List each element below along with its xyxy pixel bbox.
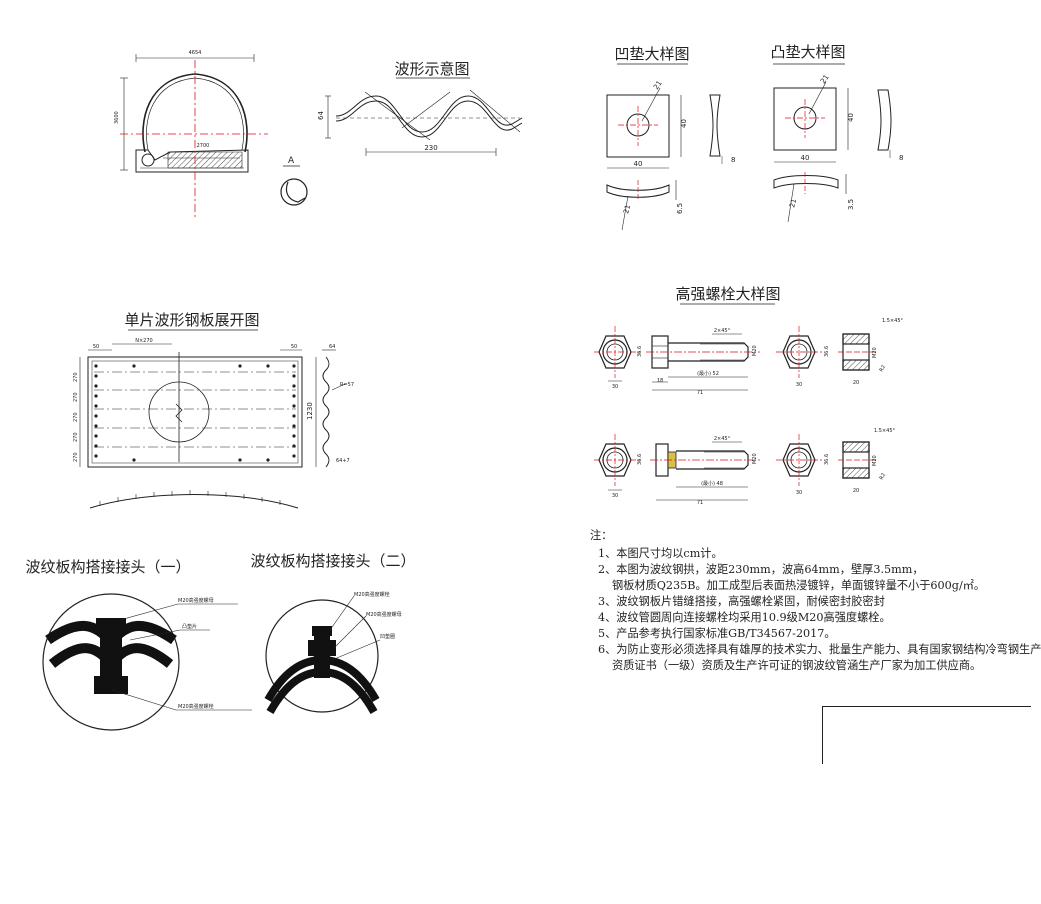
note-line-8: 资质证书（一级）资质及生产许可证的钢波纹管涵生产厂家为加工供应商。 xyxy=(612,659,982,672)
convex-pad-side-dim: 3.5 xyxy=(847,199,855,210)
nut-2-section xyxy=(842,441,870,479)
joint-1-detail xyxy=(42,593,252,731)
notes-block: 注： 1、本图尺寸均以cm计。 2、本图为波纹钢拱，波距230mm，波高64mm… xyxy=(590,528,1041,674)
convex-pad-thk-label: 8 xyxy=(899,154,903,162)
concave-pad-title: 凹垫大样图 xyxy=(614,45,689,63)
note-line-1: 1、本图尺寸均以cm计。 xyxy=(598,547,723,560)
bolt-2-chamfer-label: 2×45° xyxy=(714,436,731,442)
wave-pitch-label: 230 xyxy=(424,144,437,152)
concave-pad-section xyxy=(606,180,677,231)
joint-1-pad-callout: 凸垫片 xyxy=(182,623,197,630)
arch-section xyxy=(120,54,255,173)
bolt-1-width-label: 30 xyxy=(612,384,618,390)
nut-1-w-label: 30 xyxy=(796,382,802,388)
note-line-2: 2、本图为波纹钢拱，波距230mm，波高64mm，壁厚3.5mm， xyxy=(598,563,924,576)
section-label: A xyxy=(288,156,295,166)
convex-pad-section xyxy=(773,174,847,223)
concave-pad-height-label: 40 xyxy=(680,119,688,128)
nut-2-w-label: 30 xyxy=(796,490,802,496)
concave-pad-r-label: 21 xyxy=(622,204,632,215)
arch-centerlines xyxy=(120,60,268,220)
plate-row-label-4: 270 xyxy=(73,432,79,442)
bolt-1-thread-m-label: M20 xyxy=(752,345,758,356)
joint-2-nut-callout: M20高强度螺母 xyxy=(366,611,402,618)
joint-1-bolt-callout: M20高强度螺栓 xyxy=(178,703,214,710)
nut-2-chamfer-label: 1.5×45° xyxy=(874,428,896,434)
concave-pad-plan xyxy=(606,87,682,169)
nut-1-h-label: 20 xyxy=(853,380,859,386)
plate-row-label-1: 270 xyxy=(73,372,79,382)
bolt-2-thread-m-label: M20 xyxy=(752,453,758,464)
plate-row-label-5: 270 xyxy=(73,452,79,462)
plate-row-label-2: 270 xyxy=(73,392,79,402)
wave-profile xyxy=(325,89,523,156)
nut-1-d-label: 36.6 xyxy=(824,346,830,357)
wave-height-label: 64 xyxy=(317,111,325,120)
plate-edge-left-label: 50 xyxy=(93,344,99,350)
nut-1-r-label: R2 xyxy=(879,364,888,373)
convex-pad-plan xyxy=(773,81,849,163)
nut-1-m-label: M20 xyxy=(872,347,878,358)
note-line-4: 3、波纹钢板片错缝搭接，高强螺栓紧固，耐候密封胶密封 xyxy=(598,595,885,608)
convex-pad-side xyxy=(877,89,892,158)
wave-schematic-title: 波形示意图 xyxy=(394,60,469,78)
plate-r-label: R=57 xyxy=(340,382,354,388)
bolt-2-width-label: 30 xyxy=(612,493,618,499)
bolt-2-d-label: 36.6 xyxy=(637,454,643,465)
joint-1-title: 波纹板构搭接接头（一） xyxy=(25,558,190,576)
joint-1-nut-callout: M20高强度螺母 xyxy=(178,597,214,604)
plate-thk-label: 64+7 xyxy=(336,458,350,464)
joint-2-bolt-callout: M20高强度螺栓 xyxy=(354,591,390,598)
plate-row-label-3: 270 xyxy=(73,412,79,422)
note-line-6: 5、产品参考执行国家标准GB/T34567-2017。 xyxy=(598,627,836,640)
plate-n-label: N×270 xyxy=(135,338,152,344)
convex-pad-title: 凸垫大样图 xyxy=(770,43,845,61)
convex-pad-r-label: 21 xyxy=(788,198,798,209)
bolt-1-head-label: 18 xyxy=(657,378,663,384)
bolt-1-thread-label: (最小) 52 xyxy=(697,370,719,377)
concave-pad-hole-label: 21 xyxy=(652,79,664,91)
convex-pad-hole-label: 21 xyxy=(819,73,831,85)
bolt-detail-title: 高强螺栓大样图 xyxy=(675,285,780,303)
bolt-1-chamfer-label: 2×45° xyxy=(714,328,731,334)
concave-pad-side xyxy=(709,94,723,164)
plate-height-label: 1230 xyxy=(306,402,314,420)
notes-heading: 注： xyxy=(590,529,613,542)
bolt-1-len-label: 71 xyxy=(697,390,703,396)
concave-pad-thk-label: 8 xyxy=(731,156,735,164)
joint-2-detail xyxy=(264,595,381,714)
convex-pad-width-label: 40 xyxy=(801,154,810,162)
bolt-2-len-label: 71 xyxy=(697,500,703,506)
nut-1-chamfer-label: 1.5×45° xyxy=(882,318,904,324)
concave-pad-side-dim: 6.5 xyxy=(676,203,684,214)
plate-edge-right-label: 50 xyxy=(291,344,297,350)
plate-bolt-holes xyxy=(94,364,296,462)
arch-base-label: 2700 xyxy=(197,143,210,149)
convex-pad-height-label: 40 xyxy=(847,113,855,122)
nut-2-d-label: 36.6 xyxy=(824,454,830,465)
section-a-icon xyxy=(280,178,308,206)
nut-2-h-label: 20 xyxy=(853,488,859,494)
joint-2-title: 波纹板构搭接接头（二） xyxy=(250,552,415,570)
unfolded-plate-title: 单片波形钢板展开图 xyxy=(124,311,259,329)
arch-height-label: 3600 xyxy=(114,111,120,124)
concave-pad-width-label: 40 xyxy=(634,160,643,168)
arch-width-label: 4654 xyxy=(189,50,202,56)
plate-arc xyxy=(89,490,299,509)
nut-2-m-label: M20 xyxy=(872,455,878,466)
note-line-5: 4、波纹管圆周向连接螺栓均采用10.9级M20高强度螺栓。 xyxy=(598,611,891,624)
unfolded-plate xyxy=(79,343,346,468)
bolt-1-d-label: 36.6 xyxy=(637,346,643,357)
note-line-3: 钢板材质Q235B。加工成型后表面热浸镀锌，单面镀锌量不小于600g/㎡。 xyxy=(612,579,986,592)
bolt-2-thread-label: (最小) 48 xyxy=(701,480,723,487)
note-line-7: 6、为防止变形必须选择具有雄厚的技术实力、批量生产能力、具有国家钢结构冷弯钢生产 xyxy=(598,643,1041,656)
nut-2-r-label: R2 xyxy=(879,472,888,481)
joint-2-pad-callout: 凹垫圈 xyxy=(380,633,395,640)
plate-wave-h-label: 64 xyxy=(329,344,335,350)
title-block xyxy=(822,706,1031,764)
